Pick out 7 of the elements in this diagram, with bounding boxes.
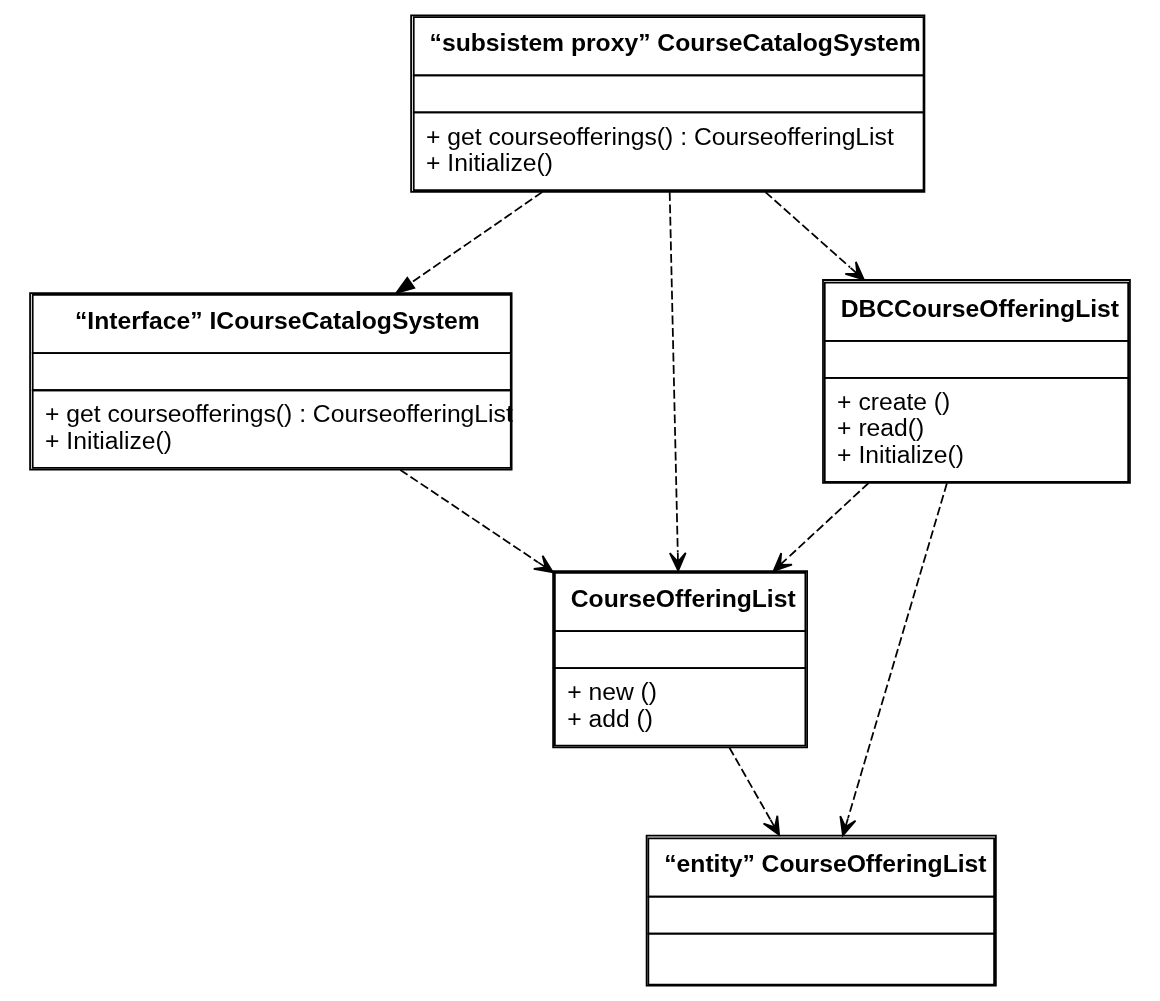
arrow [772, 482, 870, 572]
arrow [764, 191, 865, 281]
arrow [728, 746, 781, 836]
arrow [394, 191, 544, 295]
arrow [839, 482, 948, 837]
arrow [668, 191, 687, 572]
arrow [399, 469, 554, 574]
